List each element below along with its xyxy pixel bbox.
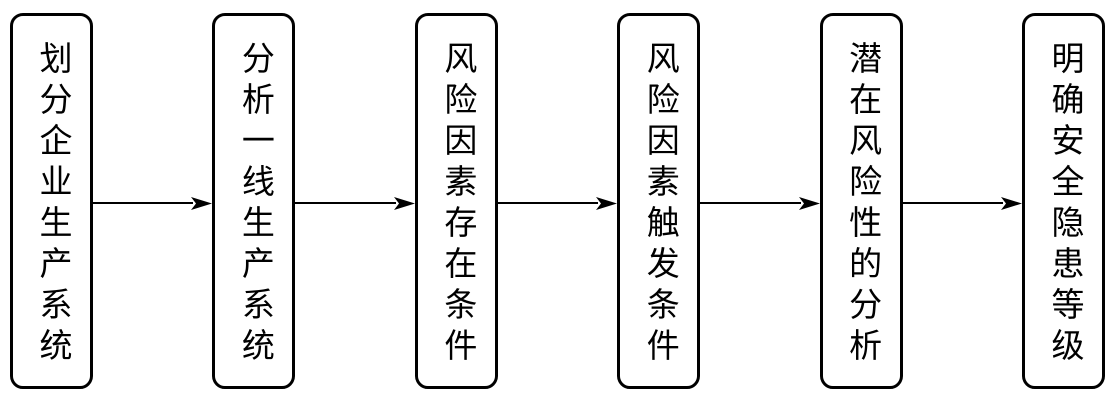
step-1-label: 划分企业生产系统	[34, 41, 70, 369]
arrow-right-icon	[191, 196, 213, 210]
arrow-right-icon	[393, 196, 415, 210]
step-2-label: 分析一线生产系统	[236, 41, 273, 369]
flowchart-step-3: 风险因素存在条件	[414, 13, 498, 389]
connector-arrow-2	[295, 196, 415, 210]
connector-arrow-4	[700, 196, 820, 210]
step-6-label: 明确安全隐患等级	[1046, 41, 1083, 369]
arrow-right-icon	[798, 196, 820, 210]
connector-arrow-1	[93, 196, 213, 210]
flowchart-step-4: 风险因素触发条件	[617, 13, 701, 389]
flowchart-step-6: 明确安全隐患等级	[1022, 13, 1106, 389]
arrow-line	[902, 201, 1004, 205]
arrow-line	[700, 201, 801, 205]
step-3-label: 风险因素存在条件	[438, 41, 475, 369]
arrow-line	[295, 201, 396, 205]
step-5-label: 潜在风险性的分析	[843, 41, 880, 369]
connector-arrow-5	[902, 196, 1023, 210]
arrow-line	[497, 201, 599, 205]
flowchart-step-2: 分析一线生产系统	[212, 13, 296, 389]
arrow-right-icon	[1001, 196, 1023, 210]
step-4-label: 风险因素触发条件	[641, 41, 678, 369]
flowchart-step-5: 潜在风险性的分析	[819, 13, 903, 389]
arrow-line	[93, 201, 194, 205]
connector-arrow-3	[497, 196, 618, 210]
arrow-right-icon	[596, 196, 618, 210]
flowchart-step-1: 划分企业生产系统	[10, 13, 93, 389]
